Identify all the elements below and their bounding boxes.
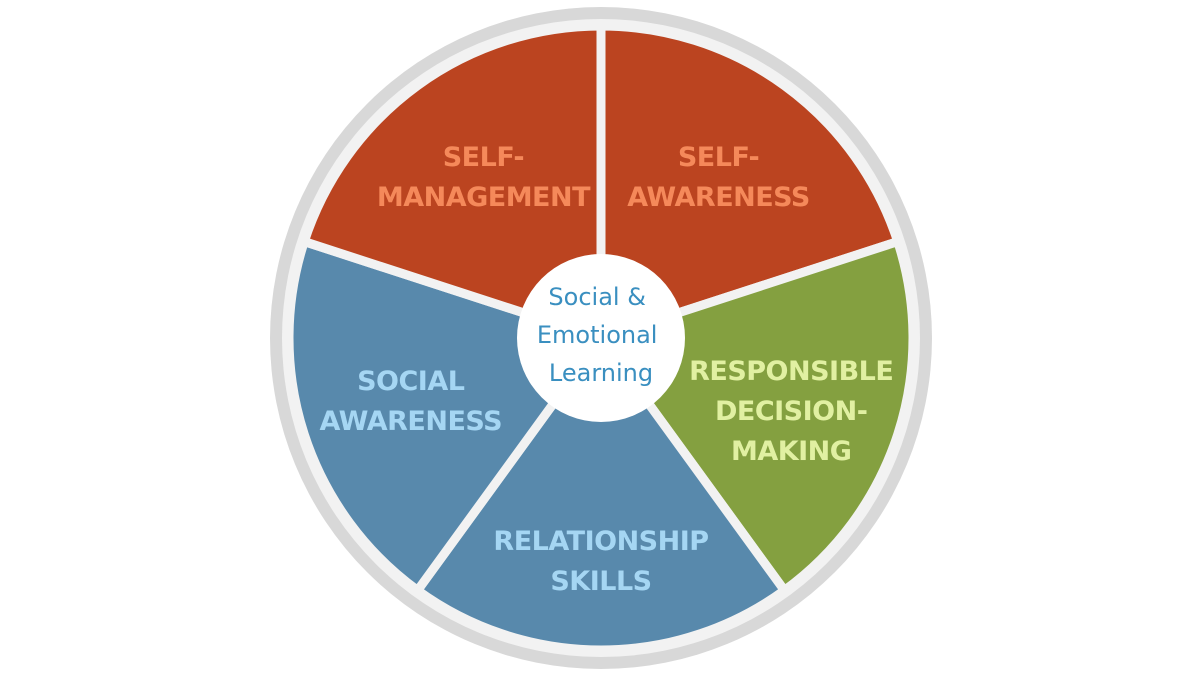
segment-label-line: SOCIAL <box>357 366 465 397</box>
segment-label-line: RESPONSIBLE <box>689 356 893 387</box>
segment-label-line: DECISION- <box>715 396 867 427</box>
center-label-line-2: Emotional <box>537 321 658 349</box>
center-label-line-3: Learning <box>549 359 653 387</box>
segment-label-relationship-skills: RELATIONSHIP SKILLS <box>493 526 708 597</box>
segment-label-line: MANAGEMENT <box>377 182 591 213</box>
segment-label-responsible-decision-making: RESPONSIBLE DECISION- MAKING <box>689 356 893 467</box>
segment-label-social-awareness: SOCIAL AWARENESS <box>319 366 502 437</box>
center-label-line-1: Social & <box>548 283 646 311</box>
segment-label-line: SELF- <box>678 142 759 173</box>
segment-label-line: SELF- <box>443 142 524 173</box>
segment-label-line: RELATIONSHIP <box>493 526 708 557</box>
segment-label-line: SKILLS <box>550 566 651 597</box>
segment-self-management <box>299 21 606 343</box>
segment-label-line: AWARENESS <box>319 406 502 437</box>
segment-label-line: AWARENESS <box>627 182 810 213</box>
segment-label-self-management: SELF- MANAGEMENT <box>377 142 591 213</box>
segment-label-line: MAKING <box>731 436 852 467</box>
segment-self-awareness <box>596 21 903 343</box>
center-label: Social & Emotional Learning <box>537 283 665 387</box>
segments-layer <box>284 21 918 655</box>
center-hub <box>517 254 685 422</box>
segment-label-self-awareness: SELF- AWARENESS <box>627 142 810 213</box>
segment-relationship-skills <box>413 333 789 655</box>
labels-layer: SELF- AWARENESS RESPONSIBLE DECISION- MAKING… <box>319 142 893 597</box>
